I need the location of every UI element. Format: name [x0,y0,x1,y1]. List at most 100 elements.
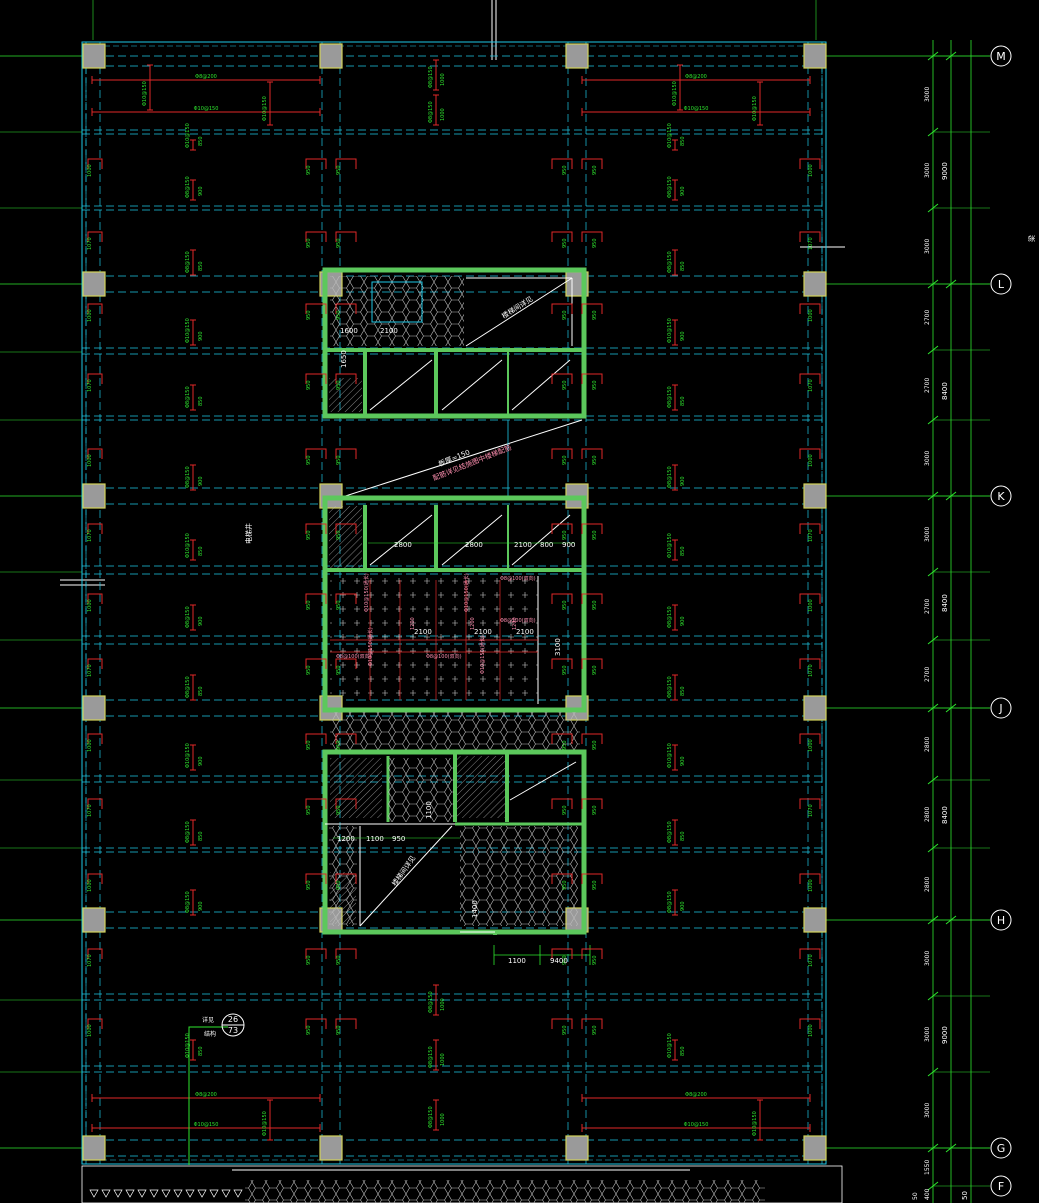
support-length: 950 [562,530,568,540]
dim-total-value: 8400 [941,594,949,612]
support-length: 950 [336,880,342,890]
support-bracket [551,658,573,669]
span-length: 850 [198,546,204,556]
edge-note: 梁 [1027,235,1036,242]
bay-rebar-label: Φ10@150 [672,81,678,106]
support-bracket [335,593,357,604]
support-bracket [581,373,603,384]
detail-bottom-number: 73 [228,1026,238,1035]
ground-marker [209,1189,219,1198]
core-dim-1600: 1600 [340,327,358,335]
support-length: 950 [592,380,598,390]
axis-bubble [990,1137,1012,1159]
dim-tail: 50 [961,1191,969,1200]
support-bracket [551,733,573,744]
bay-rebar-label: Φ10@150 [262,1111,268,1136]
column [803,43,827,69]
axis-label-F: F [998,1180,1004,1193]
note-shaft: 电梯井 [244,523,253,544]
support-length: 1070 [808,804,814,817]
dim-tick-total [945,1143,957,1153]
long-rebar-label: Φ10@150 [194,1122,219,1128]
support-length: 950 [336,1025,342,1035]
span-spacing: Φ10@150 [667,318,673,343]
support-length: 1070 [87,529,93,542]
support-bracket [581,158,603,169]
support-length: 950 [592,805,598,815]
core-dim-900: 900 [562,541,575,549]
support-bracket [335,523,357,534]
span-spacing: Φ8@150 [185,676,191,698]
support-bracket [581,231,603,242]
stair-diag [465,277,573,347]
support-bracket [305,948,327,959]
support-length: 950 [336,805,342,815]
core-rebar-label-h: Φ8@100(双向) [500,575,536,582]
ground-marker [149,1189,159,1198]
support-length: 1070 [87,237,93,250]
support-bracket [799,658,821,669]
span-length: 900 [198,901,204,911]
support-bracket [581,873,603,884]
support-bracket [551,798,573,809]
support-length: 1000 [87,164,93,177]
axis-label-H: H [997,914,1005,927]
detail-reference: 26 73 详见 结构 [188,1013,245,1165]
support-length: 950 [562,955,568,965]
span-spacing: Φ8@150 [185,176,191,198]
hatch-shaft-mid [329,506,362,568]
core-dimensions: 1600 2100 1650 2800 2800 2100 800 900 21… [337,327,575,965]
support-bracket [87,948,103,959]
hatch-shaft-top [329,378,362,412]
support-length: 950 [336,600,342,610]
support-bracket [335,798,357,809]
dim-fine-value: 2800 [924,877,931,892]
support-bracket [87,373,103,384]
dim-fine-value: 3000 [924,1027,931,1042]
support-bracket [581,523,603,534]
support-length: 950 [592,1025,598,1035]
span-length: 850 [680,396,686,406]
span-length: 900 [198,476,204,486]
span-length: 900 [680,901,686,911]
core-dim-2800a: 2800 [394,541,412,549]
core-block-top [322,267,587,419]
span-spacing: Φ8@150 [667,606,673,628]
support-length: 950 [562,310,568,320]
stair-diag-bottom [359,825,453,927]
span-spacing: Φ10@150 [667,743,673,768]
axis-bubble [990,909,1012,931]
support-length: 950 [306,805,312,815]
column [319,1135,343,1161]
support-bracket [581,798,603,809]
core-rebar-label: Φ10@150(通长) [363,573,370,612]
column [803,907,827,933]
core-rebar-label: 1200 [512,617,518,630]
span-length: 1000 [440,108,446,121]
span-length: 850 [198,261,204,271]
span-spacing: Φ8@150 [667,891,673,913]
dim-fine-value: 2700 [924,667,931,682]
core-dim-1100b: 1100 [425,801,433,819]
support-bracket [87,158,103,169]
support-bracket [305,798,327,809]
support-bracket [87,658,103,669]
support-length: 1070 [87,804,93,817]
support-length: 950 [592,600,598,610]
support-bracket [551,873,573,884]
axis-label-K: K [997,490,1005,503]
core-dim-row3-b: 2100 [474,628,492,636]
outside-lines [0,0,990,1203]
dim-fine-value: 2800 [924,807,931,822]
dim-fine-value: 2700 [924,378,931,393]
core-dim-950: 950 [392,835,405,843]
ground-marker [137,1189,147,1198]
span-spacing: Φ10@150 [667,1033,673,1058]
support-bracket [799,448,821,459]
axis-bubble [990,45,1012,67]
dim-total-value: 8400 [941,382,949,400]
core-block-mid [322,495,587,713]
axis-bubble [990,1175,1012,1197]
core-rebar-label: Φ10@150(通长) [479,635,486,674]
support-length: 950 [306,380,312,390]
